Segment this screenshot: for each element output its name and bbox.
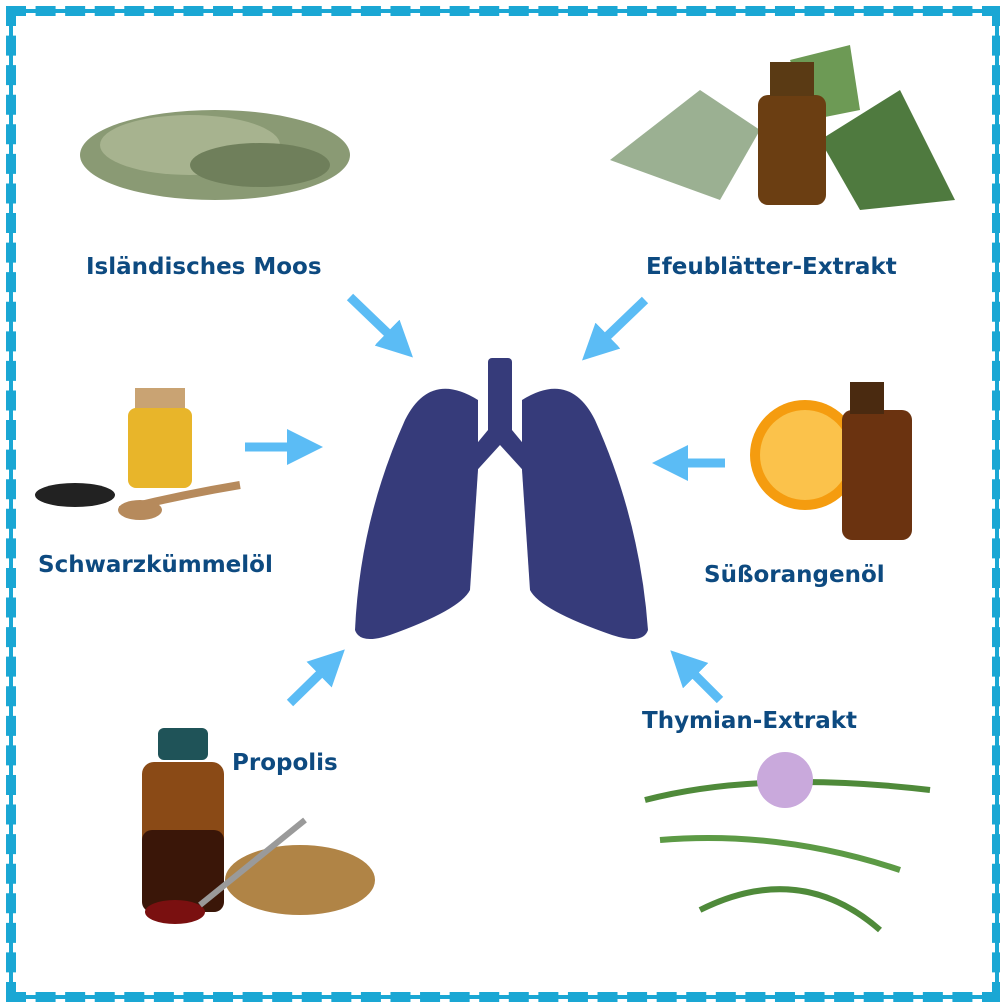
arrow-propolis bbox=[286, 649, 345, 707]
label-suessorangenoel: Süßorangenöl bbox=[704, 562, 885, 588]
thyme-image bbox=[644, 752, 931, 933]
arrow-ivy bbox=[582, 296, 649, 361]
black-seed-oil-image bbox=[35, 388, 241, 520]
decorative-border bbox=[6, 6, 1000, 1002]
label-islaendisches-moos: Isländisches Moos bbox=[86, 254, 322, 280]
lungs-icon bbox=[355, 358, 648, 639]
label-propolis: Propolis bbox=[232, 750, 338, 776]
ivy-extract-image bbox=[610, 45, 955, 210]
arrow-moss bbox=[346, 293, 413, 358]
label-efeublaetter-extrakt: Efeublätter-Extrakt bbox=[646, 254, 897, 280]
sweet-orange-oil-image bbox=[750, 382, 912, 540]
label-schwarzkuemmeloel: Schwarzkümmelöl bbox=[38, 552, 273, 578]
arrow-thyme bbox=[670, 650, 724, 704]
arrows bbox=[245, 293, 725, 707]
icelandic-moss-image bbox=[80, 110, 350, 200]
propolis-image bbox=[142, 728, 375, 924]
label-thymian-extrakt: Thymian-Extrakt bbox=[642, 708, 858, 734]
